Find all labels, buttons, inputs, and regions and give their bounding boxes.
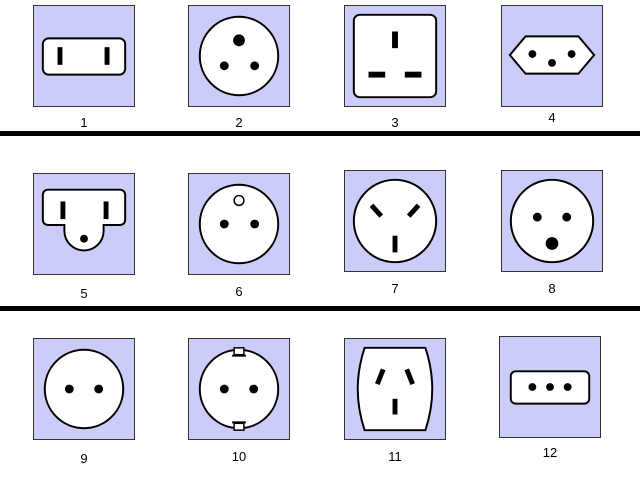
socket-tile-4: [501, 5, 603, 107]
socket-label: 9: [80, 451, 88, 466]
three-round-pin-triangle-socket-icon: [198, 15, 280, 97]
socket-label: 4: [548, 110, 556, 125]
socket-tile-8: [501, 170, 603, 272]
socket-tile-10: [188, 338, 290, 440]
socket-label: 11: [388, 449, 402, 464]
two-flat-slot-with-ground-socket-icon: [41, 188, 127, 252]
socket-label: 12: [542, 445, 558, 460]
socket-label: 7: [391, 281, 399, 296]
socket-label: 1: [80, 115, 88, 130]
two-flat-slot-socket-icon: [41, 37, 127, 76]
socket-tile-1: [33, 5, 135, 107]
three-rectangular-pin-socket-icon: [352, 13, 438, 99]
angled-flat-pin-rounded-socket-icon: [356, 346, 434, 432]
socket-label: 2: [235, 115, 243, 130]
socket-tile-3: [344, 5, 446, 107]
socket-label: 6: [235, 284, 243, 299]
socket-tile-12: [499, 336, 601, 438]
socket-label: 3: [391, 115, 399, 130]
two-round-pin-socket-icon: [43, 348, 125, 430]
socket-label: 10: [231, 449, 247, 464]
socket-tile-9: [33, 338, 135, 440]
socket-tile-11: [344, 338, 446, 440]
row-divider-2: [0, 306, 640, 311]
socket-tile-5: [33, 173, 135, 275]
socket-tile-7: [344, 170, 446, 272]
row-divider-1: [0, 131, 640, 136]
three-round-pin-inline-socket-icon: [509, 370, 591, 405]
socket-label: 8: [548, 281, 556, 296]
socket-label: 5: [80, 286, 88, 301]
three-round-pin-large-ground-socket-icon: [509, 178, 595, 264]
socket-tile-6: [188, 173, 290, 275]
angled-flat-three-slot-socket-icon: [352, 178, 438, 264]
hexagonal-three-round-pin-socket-icon: [508, 35, 596, 75]
round-socket-with-ground-pin-icon: [198, 183, 280, 265]
schuko-socket-icon: [198, 347, 280, 431]
socket-tile-2: [188, 5, 290, 107]
